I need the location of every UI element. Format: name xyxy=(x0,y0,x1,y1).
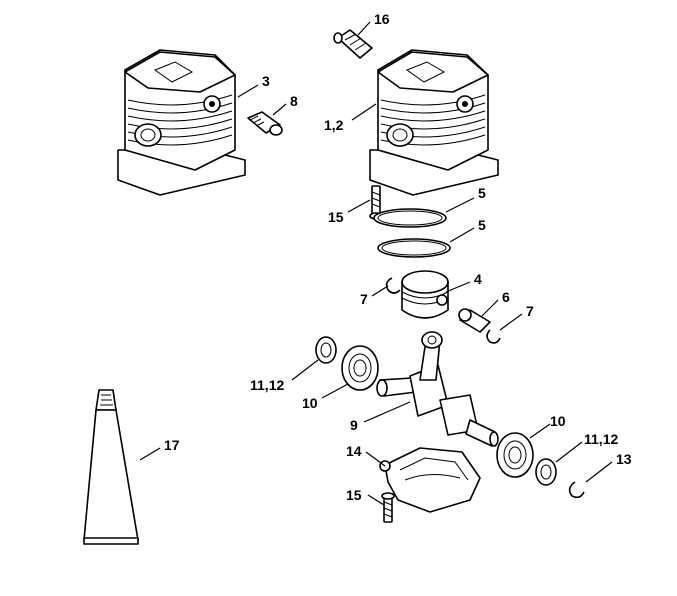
label-14: 14 xyxy=(346,443,362,459)
decompression-valve xyxy=(247,111,283,136)
label-10-right: 10 xyxy=(550,413,566,429)
label-16: 16 xyxy=(374,11,390,27)
label-11-12-right: 11,12 xyxy=(584,431,618,447)
label-17: 17 xyxy=(164,437,180,453)
label-10-left: 10 xyxy=(302,395,318,411)
cylinder-left xyxy=(117,49,246,196)
label-9: 9 xyxy=(350,417,358,433)
label-13: 13 xyxy=(616,451,632,467)
grease-tube xyxy=(83,389,139,545)
label-1-2: 1,2 xyxy=(324,117,344,133)
label-6: 6 xyxy=(502,289,510,305)
oil-seal-left xyxy=(315,336,337,364)
label-11-12-left: 11,12 xyxy=(250,377,284,393)
label-7-right: 7 xyxy=(526,303,534,319)
label-4: 4 xyxy=(474,271,482,287)
ball-bearing-left xyxy=(341,345,379,391)
circlips xyxy=(385,277,501,344)
cylinder-right xyxy=(369,49,499,196)
label-15-lower: 15 xyxy=(346,487,362,503)
label-5-lower: 5 xyxy=(478,217,486,233)
crankshaft xyxy=(376,331,499,447)
label-5-upper: 5 xyxy=(478,185,486,201)
label-3: 3 xyxy=(262,73,270,89)
spark-plug xyxy=(333,29,373,59)
label-7-left: 7 xyxy=(360,291,368,307)
piston-pin xyxy=(458,308,491,333)
circlip-right xyxy=(568,481,585,499)
screw-lower xyxy=(381,492,395,523)
piston-rings xyxy=(373,208,451,258)
leader-lines xyxy=(139,21,613,506)
oil-seal-right xyxy=(535,458,557,486)
ball-bearing-right xyxy=(496,432,534,478)
label-8: 8 xyxy=(290,93,298,109)
piston xyxy=(401,270,449,319)
part-labels: 16 3 8 1,2 5 15 5 4 7 6 7 11,12 10 9 10 … xyxy=(164,11,632,503)
label-15-upper: 15 xyxy=(328,209,344,225)
crankcase xyxy=(379,447,481,513)
